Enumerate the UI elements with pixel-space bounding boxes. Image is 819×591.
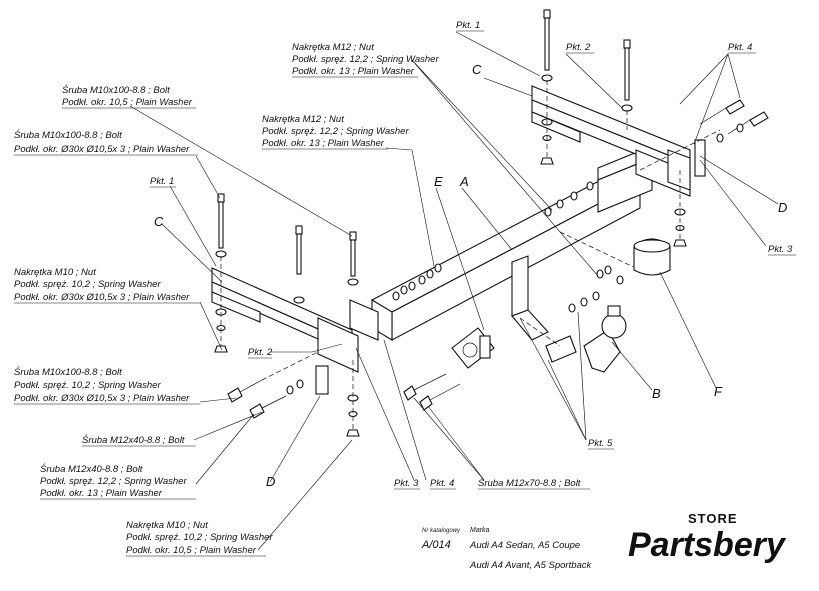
bolts-top-right — [540, 9, 687, 247]
label-bolt-m12x40-b2: Podkł. spręż. 12,2 ; Spring Washer — [40, 476, 187, 487]
catalog-number: A/014 — [421, 539, 451, 551]
label-nut-bottom-3: Podkł. okr. 10,5 ; Plain Washer — [126, 545, 257, 556]
label-pkt1-left: Pkt. 1 — [150, 176, 174, 187]
label-f: F — [714, 384, 723, 399]
label-nut-bottom-1: Nakrętka M10 ; Nut — [126, 520, 208, 531]
label-a: A — [459, 174, 469, 189]
label-bolt-m12x70: Śruba M12x70-8.8 ; Bolt — [478, 477, 581, 489]
partsbery-logo: STORE Partsbery — [628, 511, 787, 564]
label-bolt-low-1: Śruba M10x100-8.8 ; Bolt — [14, 366, 122, 378]
bolts-lower-left — [227, 351, 319, 419]
label-pkt3-bottom: Pkt. 3 — [394, 478, 419, 489]
label-underlines — [14, 30, 796, 557]
socket-cap-f — [633, 238, 671, 276]
label-bolt-top-1: Śruba M10x100-8.8 ; Bolt — [62, 84, 170, 96]
label-nut-bottom-2: Podkł. spręż. 10,2 ; Spring Washer — [126, 532, 273, 543]
label-pkt1-top: Pkt. 1 — [456, 20, 480, 31]
label-d-bottom: D — [266, 474, 275, 489]
label-d-right: D — [778, 200, 787, 215]
logo-main-text: Partsbery — [628, 526, 787, 564]
socket-plate-e — [451, 327, 495, 369]
info-block: Nr katalogowy A/014 Marka Audi A4 Sedan,… — [421, 527, 593, 571]
nuts-crossbar — [392, 181, 641, 313]
label-nut-top-3: Podkł. okr. 13 ; Plain Washer — [292, 66, 415, 77]
label-bolt-m12x40-a: Śruba M12x40-8.8 ; Bolt — [82, 434, 185, 446]
label-pkt4-bottom: Pkt. 4 — [430, 478, 454, 489]
label-bolt-low-2: Podkł. spręż. 10,2 ; Spring Washer — [14, 380, 161, 391]
model-line-1: Audi A4 Sedan, A5 Coupe — [469, 540, 580, 551]
catalog-header: Nr katalogowy — [422, 528, 461, 534]
label-pkt3-right: Pkt. 3 — [768, 244, 793, 255]
bolts-right-horizontal — [639, 99, 769, 171]
label-b: B — [652, 386, 661, 401]
label-bolt-top-2: Podkł. okr. 10,5 ; Plain Washer — [62, 97, 193, 108]
label-nut-top-2: Podkł. spręż. 12,2 ; Spring Washer — [292, 54, 439, 65]
leader-lines — [129, 31, 779, 551]
label-bolt-m12x40-b3: Podkł. okr. 13 ; Plain Washer — [40, 488, 163, 499]
label-pkt5: Pkt. 5 — [588, 438, 613, 449]
label-e: E — [434, 174, 443, 189]
label-nut-top-1: Nakrętka M12 ; Nut — [292, 42, 374, 53]
label-pkt2-left: Pkt. 2 — [248, 347, 273, 358]
logo-store-text: STORE — [688, 511, 738, 526]
tow-ball-mount — [511, 255, 627, 373]
label-nut-left-1: Nakrętka M10 ; Nut — [14, 267, 96, 278]
label-c-top: C — [472, 62, 482, 77]
bolts-m12x70 — [403, 373, 461, 411]
model-line-2: Audi A4 Avant, A5 Sportback — [469, 560, 593, 571]
labels: Pkt. 1 Pkt. 2 Pkt. 4 C D Pkt. 3 Nakrętka… — [14, 20, 793, 556]
label-nut-mid-3: Podkł. okr. 13 ; Plain Washer — [262, 138, 385, 149]
left-bracket-c — [211, 267, 379, 395]
bolts-left — [214, 193, 360, 437]
label-nut-mid-2: Podkł. spręż. 12,2 ; Spring Washer — [262, 126, 409, 137]
label-bolt-mid-2: Podkł. okr. Ø30x Ø10,5x 3 ; Plain Washer — [14, 144, 190, 155]
right-bracket-c — [531, 85, 706, 197]
label-pkt4-top: Pkt. 4 — [728, 42, 752, 53]
label-nut-mid-1: Nakrętka M12 ; Nut — [262, 114, 344, 125]
label-bolt-mid-1: Śruba M10x100-8.8 ; Bolt — [14, 129, 122, 141]
label-bolt-low-3: Podkł. okr. Ø30x Ø10,5x 3 ; Plain Washer — [14, 393, 190, 404]
label-nut-left-2: Podkł. spręż. 10,2 ; Spring Washer — [14, 279, 161, 290]
label-nut-left-3: Podkł. okr. Ø30x Ø10,5x 3 ; Plain Washer — [14, 292, 190, 303]
brand-header: Marka — [470, 527, 490, 534]
label-pkt2-top: Pkt. 2 — [566, 42, 591, 53]
label-c-left: C — [154, 214, 164, 229]
label-bolt-m12x40-b1: Śruba M12x40-8.8 ; Bolt — [40, 463, 143, 475]
